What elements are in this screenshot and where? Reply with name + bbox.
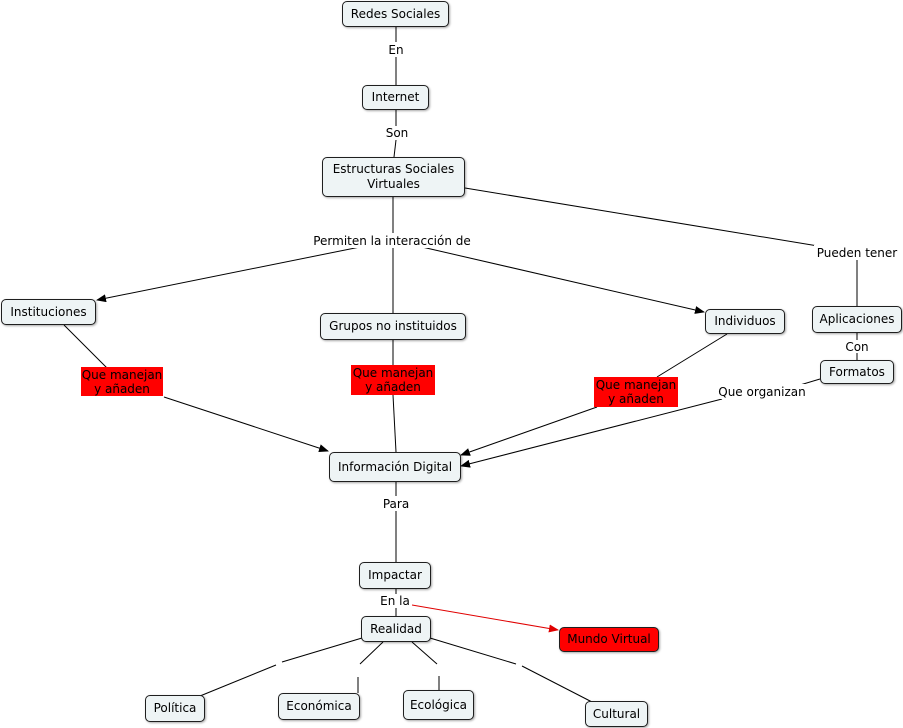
link-label-son: Son xyxy=(382,126,412,140)
link-label-con: Con xyxy=(842,340,872,354)
node-mundo-virtual[interactable]: Mundo Virtual xyxy=(559,627,659,652)
line-realidad-politica-a xyxy=(281,637,363,663)
link-label-pueden-tener: Pueden tener xyxy=(814,245,900,260)
node-politica[interactable]: Política xyxy=(145,695,205,722)
line-individuos-manejan xyxy=(656,333,728,378)
line-realidad-cultural-a xyxy=(429,637,517,665)
link-label-que-organizan: Que organizan xyxy=(716,384,808,399)
node-realidad[interactable]: Realidad xyxy=(361,616,431,642)
node-instituciones[interactable]: Instituciones xyxy=(1,299,96,325)
node-estructuras-sociales-virtuales[interactable]: Estructuras Sociales Virtuales xyxy=(322,157,465,197)
line-organizan-informacion xyxy=(460,398,723,468)
link-label-permiten: Permiten la interacción de xyxy=(310,233,474,248)
line-permiten-instituciones xyxy=(96,246,361,303)
line-realidad-ecologica-a xyxy=(411,641,438,665)
line-manejan2-informacion xyxy=(392,394,397,453)
node-ecologica[interactable]: Ecológica xyxy=(403,690,474,720)
node-internet[interactable]: Internet xyxy=(362,85,429,110)
link-label-que-manejan-individuos: Que manejan y añaden xyxy=(594,377,678,407)
line-manejan3-informacion xyxy=(460,406,598,456)
link-label-que-manejan-instituciones: Que manejan y añaden xyxy=(81,367,163,396)
line-realidad-cultural-b xyxy=(521,665,593,703)
link-label-para: Para xyxy=(380,496,412,511)
link-label-en: En xyxy=(384,42,408,57)
line-instituciones-manejan xyxy=(63,324,108,369)
node-cultural[interactable]: Cultural xyxy=(585,701,648,727)
node-impactar[interactable]: Impactar xyxy=(359,562,431,589)
node-redes-sociales[interactable]: Redes Sociales xyxy=(342,1,449,27)
line-permiten-individuos xyxy=(421,246,705,314)
node-formatos[interactable]: Formatos xyxy=(820,360,894,384)
link-label-que-manejan-grupos: Que manejan y añaden xyxy=(351,365,435,395)
node-aplicaciones[interactable]: Aplicaciones xyxy=(812,306,902,333)
line-realidad-economica-a xyxy=(359,641,384,665)
line-estructuras-pueden xyxy=(464,187,819,247)
line-enla-mundo-virtual xyxy=(411,604,559,633)
node-individuos[interactable]: Individuos xyxy=(705,309,785,334)
node-informacion-digital[interactable]: Información Digital xyxy=(329,452,461,482)
line-son-estructuras xyxy=(393,139,397,158)
node-economica[interactable]: Económica xyxy=(278,693,360,720)
link-label-en-la: En la xyxy=(378,594,412,608)
line-manejan1-informacion xyxy=(163,396,329,452)
node-grupos-no-instituidos[interactable]: Grupos no instituidos xyxy=(320,313,466,340)
line-realidad-politica-b xyxy=(199,664,277,697)
